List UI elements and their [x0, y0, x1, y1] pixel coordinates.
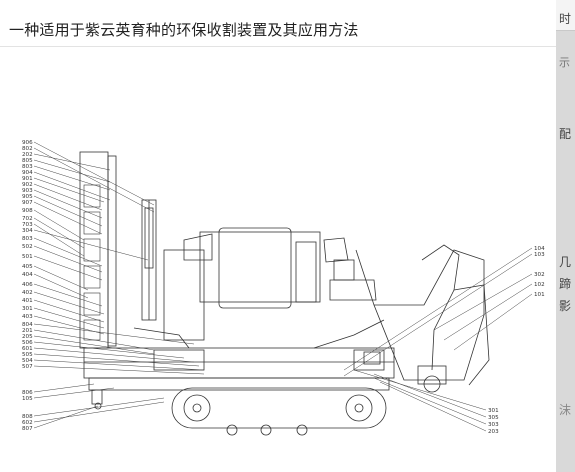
background-text-fragment: 示 [559, 56, 570, 69]
part-label: 202 [22, 152, 33, 158]
part-label: 902 [22, 182, 33, 188]
part-label: 304 [22, 228, 33, 234]
part-label: 506 [22, 340, 33, 346]
part-label: 803 [22, 164, 33, 170]
part-label: 403 [22, 314, 33, 320]
right-leader-lines [343, 247, 533, 432]
part-label: 104 [534, 246, 545, 252]
part-label: 105 [22, 396, 33, 402]
background-text-fragment: 时 [559, 12, 572, 26]
part-label: 406 [22, 282, 33, 288]
part-label: 507 [22, 364, 33, 370]
dialog-title: 一种适用于紫云英育种的环保收割装置及其应用方法 [9, 21, 359, 39]
part-label: 905 [22, 194, 33, 200]
part-label: 305 [488, 415, 499, 421]
part-label: 601 [22, 346, 33, 352]
part-label: 504 [22, 358, 33, 364]
crawler-track [171, 387, 387, 429]
part-label: 301 [22, 306, 33, 312]
image-preview-dialog: 一种适用于紫云英育种的环保收割装置及其应用方法 [0, 0, 556, 472]
dialog-header: 一种适用于紫云英育种的环保收割装置及其应用方法 [0, 0, 556, 47]
part-label: 404 [22, 272, 33, 278]
part-label: 904 [22, 170, 33, 176]
part-label: 906 [22, 140, 33, 146]
background-page-strip: 时 示 配 几 蹄 影 沫 [556, 0, 575, 472]
part-label: 804 [22, 322, 33, 328]
part-label: 505 [22, 352, 33, 358]
part-label: 205 [22, 334, 33, 340]
background-text-fragment: 配 [559, 127, 572, 141]
part-label: 807 [22, 426, 33, 432]
left-part-labels: 906 802 202 805 803 904 901 902 903 905 … [22, 140, 33, 432]
part-label: 803 [22, 236, 33, 242]
part-label: 903 [22, 188, 33, 194]
part-label: 702 [22, 216, 33, 222]
part-label: 805 [22, 158, 33, 164]
background-header [556, 0, 575, 31]
part-label: 806 [22, 390, 33, 396]
part-label: 502 [22, 244, 33, 250]
part-label: 103 [534, 252, 545, 258]
part-label: 201 [22, 328, 33, 334]
part-label: 501 [22, 254, 33, 260]
part-label: 901 [22, 176, 33, 182]
left-leader-lines [33, 141, 205, 429]
part-label: 907 [22, 200, 33, 206]
background-text-fragment: 沫 [559, 403, 572, 417]
part-label: 808 [22, 414, 33, 420]
part-label: 203 [488, 429, 499, 435]
part-label: 303 [488, 422, 499, 428]
part-label: 101 [534, 292, 545, 298]
part-label: 908 [22, 208, 33, 214]
background-text-fragment: 几 [559, 255, 572, 269]
part-label: 401 [22, 298, 33, 304]
part-label: 102 [534, 282, 545, 288]
part-label: 302 [534, 272, 545, 278]
background-text-fragment: 蹄 [559, 277, 572, 291]
part-label: 602 [22, 420, 33, 426]
patent-figure: 906 802 202 805 803 904 901 902 903 905 … [22, 140, 545, 436]
right-part-labels: 104 103 302 102 101 301 305 303 203 [488, 246, 545, 435]
part-label: 402 [22, 290, 33, 296]
part-label: 405 [22, 264, 33, 270]
part-label: 802 [22, 146, 33, 152]
part-label: 703 [22, 222, 33, 228]
background-text-fragment: 影 [559, 299, 572, 313]
part-label: 301 [488, 408, 499, 414]
